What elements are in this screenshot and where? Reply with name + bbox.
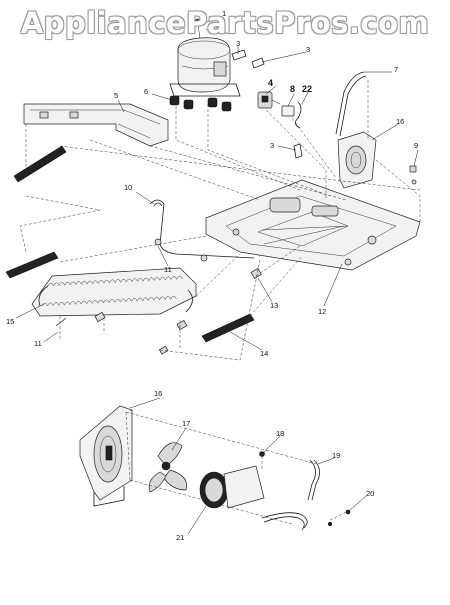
callout-20: 20 xyxy=(366,489,374,498)
relay-overload xyxy=(257,91,302,129)
callout-16a: 16 xyxy=(396,117,404,126)
tube-19 xyxy=(261,459,320,531)
callout-21: 21 xyxy=(176,533,184,542)
callout-5: 5 xyxy=(114,91,118,100)
callout-18: 18 xyxy=(276,429,284,438)
callout-11b: 11 xyxy=(34,339,42,348)
callout-19: 19 xyxy=(332,451,340,460)
base-pan xyxy=(205,179,421,271)
condenser-coil xyxy=(31,267,197,317)
callout-15: 15 xyxy=(6,317,14,326)
callout-6: 6 xyxy=(144,87,148,96)
callout-4: 4 xyxy=(268,78,273,88)
gasket-strip-lower xyxy=(5,251,59,279)
callout-3b: 3 xyxy=(306,45,310,54)
callout-3a: 3 xyxy=(236,39,240,48)
screw-13 xyxy=(250,267,262,279)
gasket-strip-right xyxy=(201,313,255,343)
callout-1: 1 xyxy=(222,9,226,18)
screw-20 xyxy=(327,509,351,527)
bracket-rail xyxy=(23,103,169,147)
callout-13: 13 xyxy=(270,301,278,310)
callout-12: 12 xyxy=(318,307,326,316)
clip-parts xyxy=(231,49,303,159)
assembly-guide-lines xyxy=(19,80,421,521)
fan-motor xyxy=(199,465,265,509)
callout-22: 22 xyxy=(302,84,312,94)
fan-shroud-lower xyxy=(79,405,133,507)
fan-blade xyxy=(148,442,187,493)
gasket-strip-upper xyxy=(13,145,67,183)
coil-screws xyxy=(55,311,188,355)
callout-14: 14 xyxy=(260,349,268,358)
compressor xyxy=(169,18,241,97)
tube-7 xyxy=(335,71,367,137)
screw-9 xyxy=(409,165,417,185)
callout-2: 2 xyxy=(230,27,234,36)
callout-10: 10 xyxy=(124,183,132,192)
callout-17: 17 xyxy=(182,419,190,428)
compressor-grommets xyxy=(169,95,232,112)
callout-labels: 1 2 3 3 3 4 5 6 7 8 9 10 11 11 12 13 14 … xyxy=(6,9,418,542)
callout-3c: 3 xyxy=(270,141,274,150)
callout-leaders xyxy=(15,17,419,535)
screw-18 xyxy=(259,451,265,457)
callout-11a: 11 xyxy=(164,265,172,274)
callout-7: 7 xyxy=(394,65,398,74)
callout-16b: 16 xyxy=(154,389,162,398)
callout-9: 9 xyxy=(414,141,418,150)
fan-shroud-upper xyxy=(337,131,377,189)
callout-8: 8 xyxy=(290,84,295,94)
duct-outline xyxy=(125,411,317,525)
